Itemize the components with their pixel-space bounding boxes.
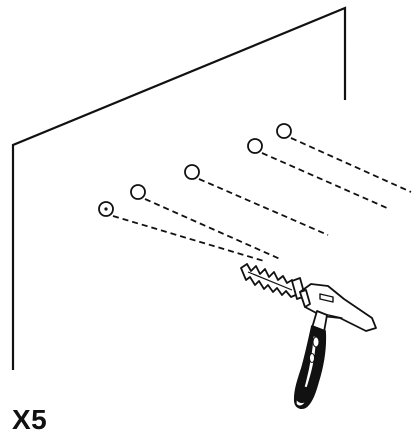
hole-circle bbox=[276, 123, 292, 139]
hammer-eye bbox=[319, 293, 334, 303]
drill-guide-line bbox=[112, 215, 265, 262]
drill-guide-line bbox=[261, 152, 388, 209]
drill-hole-5 bbox=[98, 201, 265, 262]
wall-outline bbox=[11, 6, 347, 370]
hole-circle bbox=[184, 164, 200, 180]
hammer-face bbox=[299, 289, 311, 308]
hole-center-dot bbox=[104, 207, 108, 211]
drill-hole-2 bbox=[247, 138, 388, 209]
plug-slit bbox=[247, 271, 293, 291]
wall-plug-icon bbox=[240, 263, 306, 300]
hammer-head bbox=[299, 283, 377, 332]
hammer-grip-cap bbox=[295, 397, 307, 407]
hammer-grip-logo bbox=[312, 336, 320, 348]
drill-hole-1 bbox=[276, 123, 412, 193]
quantity-label: X5 bbox=[12, 404, 48, 435]
drill-hole-4 bbox=[130, 184, 281, 260]
drill-guide-line bbox=[290, 137, 412, 193]
hammer-grip-logo-2 bbox=[309, 353, 315, 363]
drill-hole-markers bbox=[98, 123, 412, 262]
wall-panel bbox=[11, 6, 347, 370]
hole-circle bbox=[130, 184, 146, 200]
drill-guide-line bbox=[198, 178, 329, 236]
drill-guide-line bbox=[144, 198, 281, 260]
drill-hole-3 bbox=[184, 164, 329, 236]
hole-circle bbox=[247, 138, 263, 154]
hammer-icon bbox=[293, 283, 377, 409]
